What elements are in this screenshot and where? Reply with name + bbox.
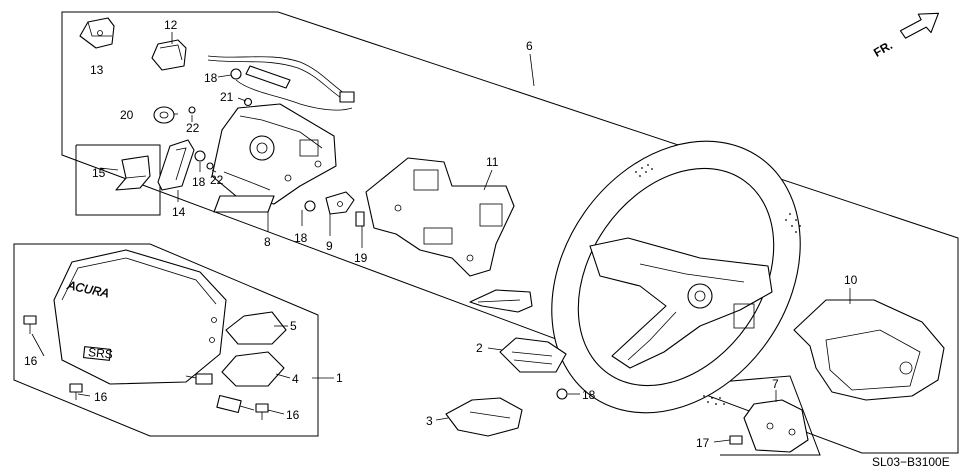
- part-1-airbag-module: [53, 249, 227, 385]
- part-11-mounting-plate: [365, 157, 515, 277]
- label-11: 11: [486, 155, 499, 169]
- label-22-top: 22: [186, 121, 200, 135]
- bolt-18-a: [230, 68, 242, 80]
- frame-airbag-group: [13, 243, 319, 437]
- leader-lines: [31, 32, 851, 443]
- part-8-cable-reel: [211, 103, 337, 213]
- label-16-mid: 16: [94, 390, 108, 404]
- front-direction-label: FR.: [871, 38, 895, 60]
- label-14: 14: [172, 205, 186, 219]
- bolt-18-b: [194, 150, 206, 162]
- part-9-bracket: [325, 191, 355, 215]
- label-17: 17: [696, 436, 710, 450]
- label-12: 12: [164, 18, 178, 32]
- diagram-part-code: SL03−B3100E: [872, 455, 950, 469]
- bolt-18-d: [556, 388, 568, 400]
- label-3: 3: [426, 414, 433, 428]
- frame-sub-group-14-15: [75, 144, 161, 216]
- wheel-grip-perforation: [635, 164, 801, 405]
- part-2-switch: [499, 337, 567, 373]
- bolt-17: [729, 435, 743, 445]
- airbag-srs-text: SRS: [87, 345, 113, 362]
- part-20-nut: [153, 106, 175, 124]
- bolt-19: [355, 211, 365, 227]
- label-19: 19: [354, 251, 368, 265]
- part-15-clip: [115, 155, 151, 191]
- label-21: 21: [220, 90, 234, 104]
- part-6-steering-wheel: [551, 140, 801, 414]
- label-20: 20: [120, 108, 134, 122]
- label-22-mid: 22: [210, 173, 224, 187]
- part-10-rear-cover: [793, 299, 945, 401]
- label-9: 9: [326, 239, 333, 253]
- label-16-left: 16: [24, 354, 38, 368]
- part-wire-harness: [207, 55, 355, 111]
- frame-bracket-7: [719, 375, 821, 456]
- bolt-16-a: [23, 315, 37, 334]
- label-10: 10: [844, 273, 858, 287]
- label-15: 15: [92, 166, 106, 180]
- part-lower-bracket: [469, 289, 533, 313]
- label-18-right: 18: [582, 388, 596, 402]
- part-12-switch: [151, 39, 187, 71]
- screw-21: [243, 97, 253, 107]
- part-13-cover: [79, 17, 115, 49]
- part-connector-a: [185, 373, 213, 385]
- label-18-mid: 18: [192, 175, 206, 189]
- screw-22-b: [206, 162, 214, 170]
- part-3-lower-cover: [445, 397, 523, 437]
- label-6: 6: [526, 39, 533, 53]
- label-8: 8: [264, 235, 271, 249]
- label-2: 2: [476, 341, 483, 355]
- label-5: 5: [290, 319, 297, 333]
- front-direction-arrow: [899, 12, 939, 39]
- screw-22-a: [188, 106, 196, 114]
- airbag-srs-badge: [82, 346, 112, 361]
- label-18-top: 18: [204, 71, 218, 85]
- label-16-right: 16: [286, 408, 300, 422]
- label-4: 4: [292, 372, 299, 386]
- bolt-18-c: [304, 200, 316, 212]
- part-14-bracket: [157, 139, 195, 191]
- part-connector-b: [216, 394, 255, 414]
- frame-upper-group: [61, 11, 959, 454]
- label-7: 7: [772, 377, 779, 391]
- bolt-16-c: [255, 403, 269, 420]
- part-4-inflator-sheet: [221, 351, 285, 387]
- bolt-16-b: [69, 383, 83, 400]
- label-13: 13: [90, 63, 104, 77]
- label-18-low: 18: [294, 231, 308, 245]
- label-1: 1: [336, 371, 343, 385]
- part-5-inflator-sheet: [225, 311, 287, 345]
- part-7-bracket: [743, 399, 809, 453]
